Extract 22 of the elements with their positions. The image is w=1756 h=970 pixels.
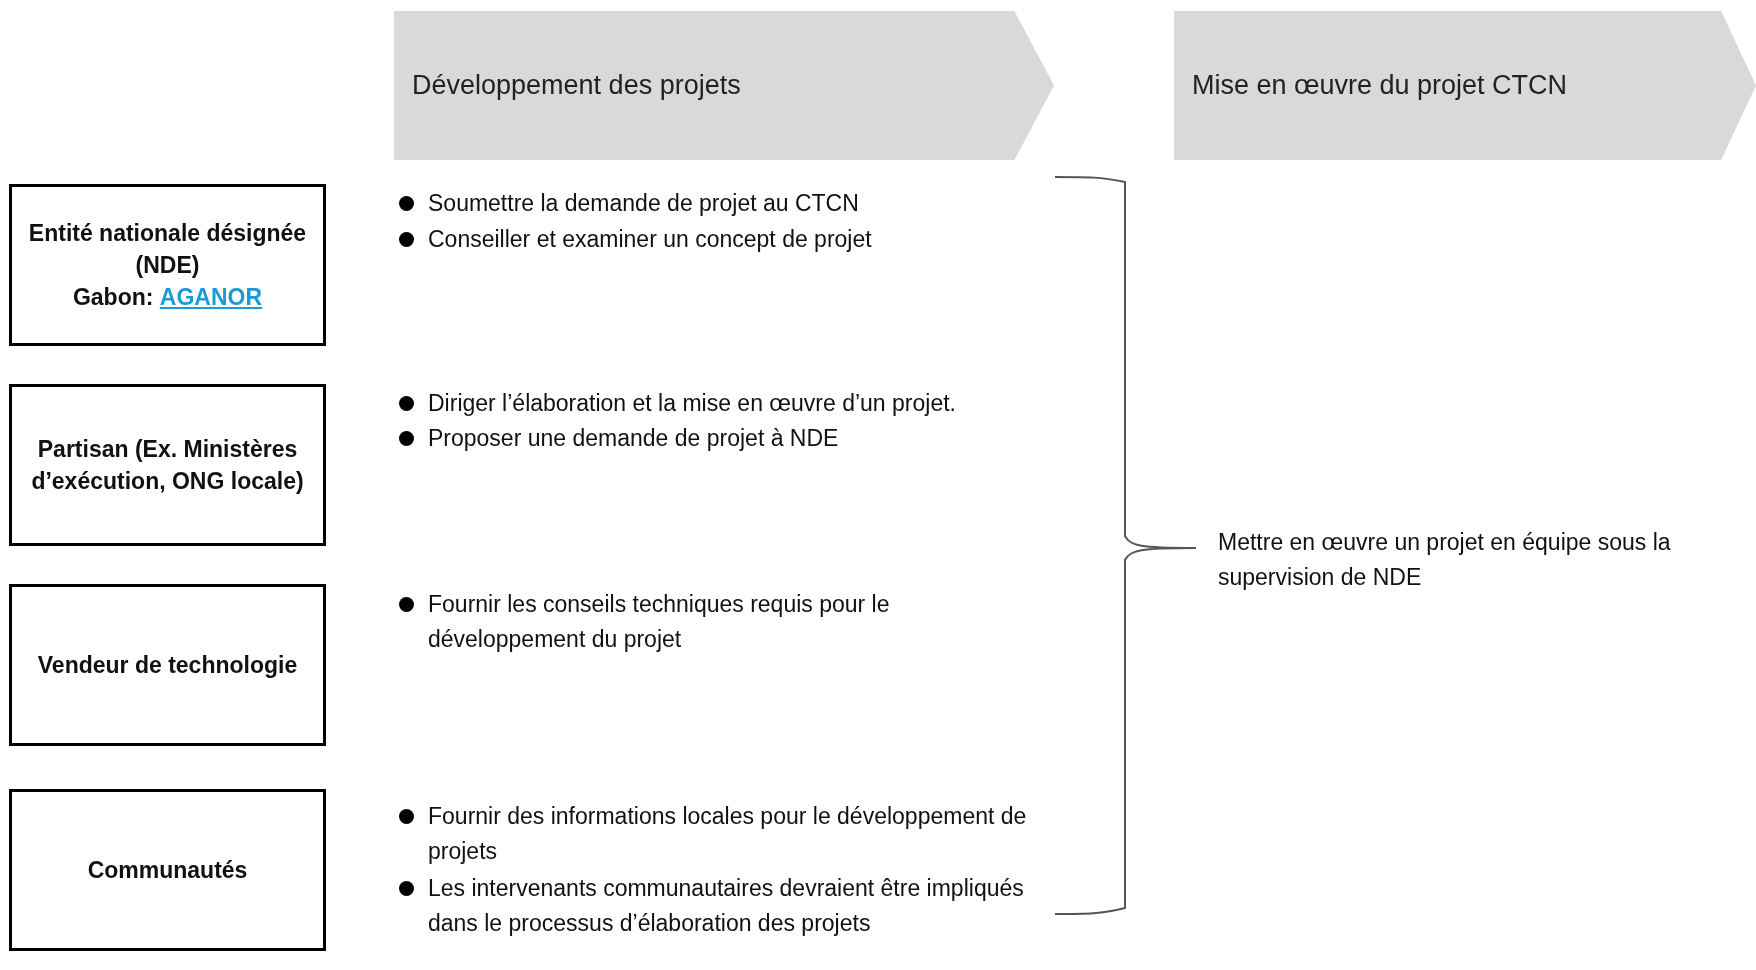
role-title: Entité nationale désignée (NDE) xyxy=(27,219,308,280)
role-title: Vendeur de technologie xyxy=(36,651,299,680)
chevron-header xyxy=(1174,11,1756,160)
role-title: Partisan (Ex. Ministères d’exécution, ONG locale) xyxy=(30,435,305,496)
bullet-text: Fournir des informations locales pour le développement de projets xyxy=(428,802,1028,866)
country-label: Gabon: xyxy=(72,284,155,310)
bullet-text: Les intervenants communautaires devraient être impliqués dans le processus d’élaboration des projets xyxy=(428,874,1025,938)
header-text: Mise en œuvre du projet CTCN xyxy=(1192,70,1568,101)
role-box xyxy=(9,789,326,951)
role-box xyxy=(9,584,326,746)
header-text: Développement des projets xyxy=(412,70,741,101)
agency-link: AGANOR xyxy=(159,284,263,310)
bullet-text: Fournir les conseils techniques requis pour le développement du projet xyxy=(428,590,891,654)
bullet-text: Soumettre la demande de projet au CTCN xyxy=(428,189,859,218)
bullet-text: Diriger l’élaboration et la mise en œuvre d’un projet. xyxy=(428,389,956,418)
role-box xyxy=(9,184,326,346)
role-box xyxy=(9,384,326,546)
bullet-text: Conseiller et examiner un concept de projet xyxy=(428,225,872,254)
role-title: Communautés xyxy=(86,856,249,885)
outcome-text: Mettre en œuvre un projet en équipe sous la supervision de NDE xyxy=(1218,528,1672,592)
bullet-text: Proposer une demande de projet à NDE xyxy=(428,424,839,453)
chevron-header xyxy=(394,11,1054,160)
